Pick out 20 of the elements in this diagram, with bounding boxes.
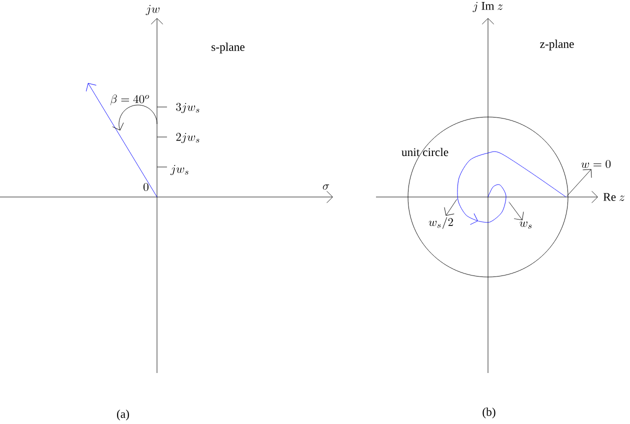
axis-label: $\sigma$ — [322, 184, 330, 190]
tick-label: $2jw_s$ — [176, 132, 200, 144]
panel-label: (a) — [117, 410, 129, 420]
axis-label: $\mathrm{Re}\ z$ — [603, 193, 624, 201]
leader-line — [509, 202, 524, 220]
panel-label: (b) — [482, 408, 496, 418]
plane-label: s-plane — [212, 42, 245, 54]
circle-label: unit circle — [402, 148, 448, 156]
leader-line — [444, 199, 457, 216]
point-label: $w=0$ — [581, 160, 611, 168]
tick-label: $3jw_s$ — [176, 102, 200, 114]
plane-label: z-plane — [540, 40, 574, 50]
origin-label: $0$ — [144, 182, 148, 192]
leader-line — [567, 169, 592, 196]
axis-label: $j\ \mathrm{Im}\ z$ — [472, 2, 503, 12]
tick-label: $jw_s$ — [170, 164, 188, 176]
axis-label: $jw$ — [146, 4, 160, 16]
angle-label: $\beta=40^o$ — [110, 94, 150, 106]
point-label: $w_s/2$ — [428, 217, 453, 229]
point-label: $w_s$ — [520, 221, 532, 228]
